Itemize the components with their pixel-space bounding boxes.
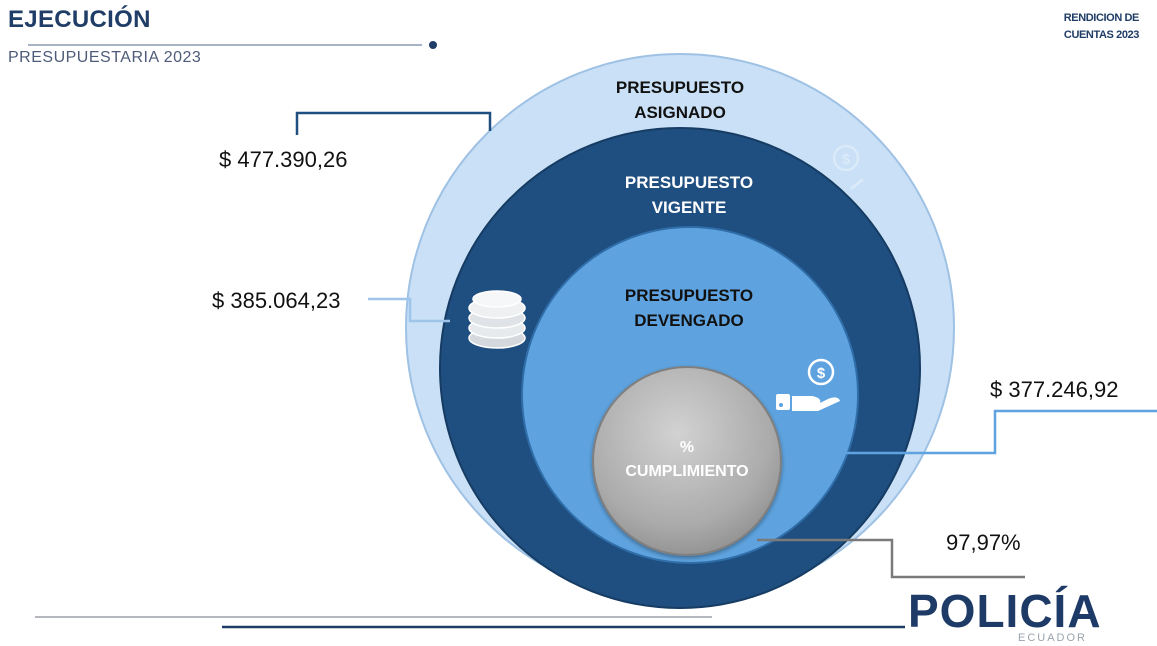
leader-cumplimiento (757, 538, 1025, 579)
amount-cumplimiento: 97,97% (946, 530, 1021, 555)
svg-text:$: $ (842, 151, 851, 168)
policia-logo-sub: ECUADOR (1018, 632, 1088, 644)
label-asignado-line2: ASIGNADO (634, 103, 726, 122)
corner-label-line2: CUENTAS 2023 (1063, 29, 1139, 41)
corner-label: RENDICION DE CUENTAS 2023 (1063, 10, 1140, 44)
leader-devengado (840, 409, 1157, 455)
label-devengado-line1: PRESUPUESTO (624, 286, 754, 305)
amount-devengado: $ 377.246,92 (990, 377, 1119, 402)
policia-logo: POLICÍA (908, 585, 1102, 637)
label-vigente-line2: VIGENTE (651, 198, 727, 217)
leader-asignado (295, 111, 492, 135)
label-vigente-line1: PRESUPUESTO (624, 173, 754, 192)
label-asignado-line1: PRESUPUESTO (615, 78, 745, 97)
label-devengado: PRESUPUESTO DEVENGADO (559, 283, 819, 333)
coin-stack-icon (468, 290, 526, 349)
hand-dollar-icon: $ (776, 358, 840, 411)
page-title: EJECUCIÓN (8, 6, 151, 33)
title-dot (429, 41, 437, 49)
ring-cumplimiento (592, 366, 782, 556)
dollar-coin-icon: $ (832, 144, 864, 190)
page-subtitle: PRESUPUESTARIA 2023 (8, 49, 202, 66)
label-cumplimiento-line1: % (679, 439, 695, 456)
label-devengado-line2: DEVENGADO (634, 311, 744, 330)
label-vigente: PRESUPUESTO VIGENTE (559, 170, 819, 220)
label-cumplimiento: % CUMPLIMIENTO (557, 436, 817, 484)
corner-label-line1: RENDICION DE (1063, 12, 1140, 24)
leader-vigente (368, 297, 450, 323)
amount-asignado: $ 477.390,26 (219, 147, 348, 172)
svg-text:$: $ (817, 365, 826, 382)
label-asignado: PRESUPUESTO ASIGNADO (550, 75, 810, 125)
label-cumplimiento-line2: CUMPLIMIENTO (625, 463, 749, 480)
amount-vigente: $ 385.064,23 (212, 288, 341, 313)
